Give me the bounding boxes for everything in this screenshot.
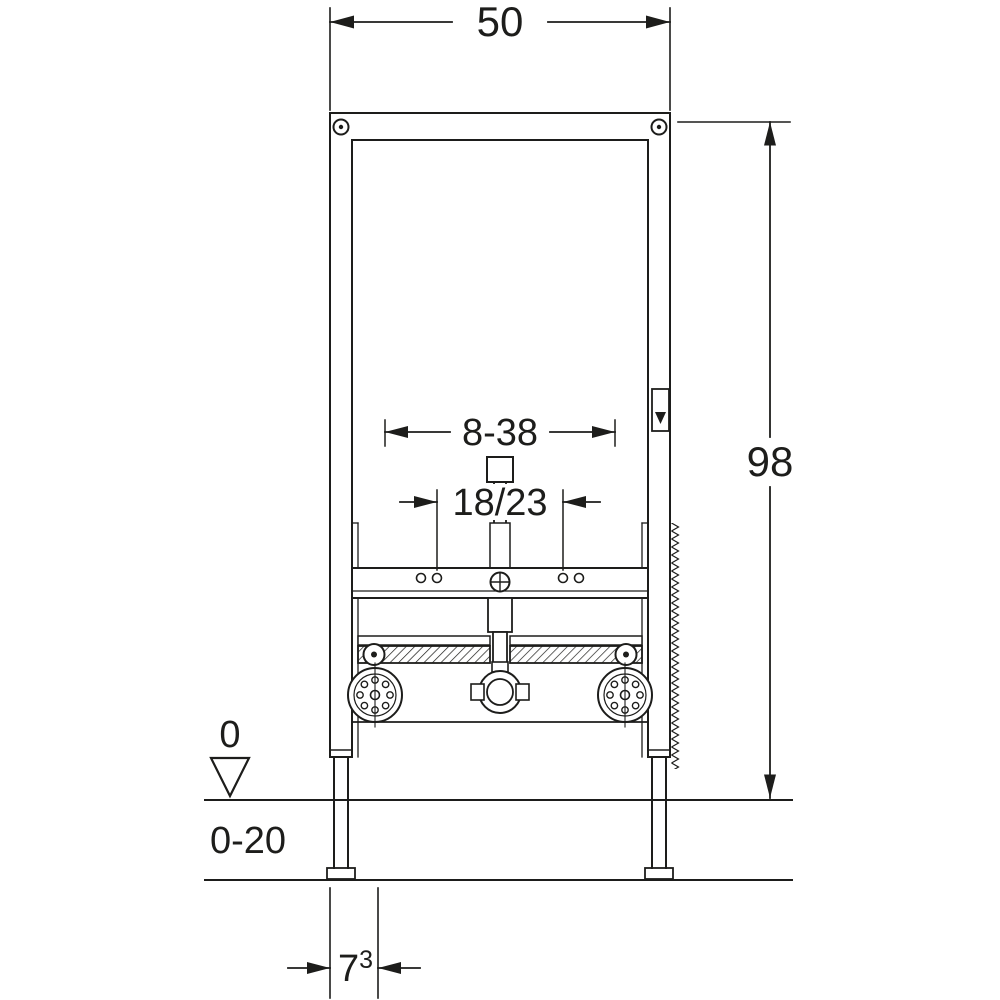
- anchor-flange-left: [347, 662, 403, 728]
- arrowhead-up-icon: [764, 122, 776, 146]
- flange-hole: [631, 680, 640, 689]
- arrowhead-left-icon: [385, 426, 408, 438]
- arrowhead-right-icon: [414, 496, 437, 508]
- left-foot-plate: [326, 867, 356, 880]
- dim-fixing-spacing: [399, 484, 601, 571]
- level-zero-marker: [209, 756, 251, 799]
- flange-hole: [386, 691, 394, 699]
- rod-plate: [509, 635, 643, 646]
- rod-washer-center: [623, 651, 629, 658]
- floor-lines: [204, 799, 793, 881]
- clamp-lug: [515, 683, 530, 701]
- clamp-outer: [478, 670, 522, 714]
- level-triangle-icon: [209, 756, 251, 799]
- serration-pattern: [670, 523, 680, 769]
- label-height-98: 98: [747, 438, 794, 485]
- serrated-strip: [670, 523, 680, 769]
- flange-hole: [360, 701, 369, 710]
- arrowhead-right-icon: [646, 15, 670, 29]
- rod-plate: [357, 635, 491, 646]
- fixing-hole: [573, 572, 585, 584]
- arrowhead-left-icon: [378, 962, 401, 974]
- corner-bolt-center: [338, 124, 344, 130]
- right-foot-plate: [644, 867, 674, 880]
- threaded-rods: [357, 635, 643, 666]
- flange-hole: [360, 680, 369, 689]
- corner-bolt-icon: [332, 118, 350, 136]
- fixing-hole: [415, 572, 427, 584]
- dim-width-top: [329, 7, 671, 111]
- flange-hole: [610, 701, 619, 710]
- label-floor-adjust: 0-20: [210, 820, 286, 862]
- corner-bolt-center: [656, 124, 662, 130]
- center-pipe-lower: [487, 597, 513, 665]
- level-mark-triangle-icon: [655, 412, 666, 424]
- flange-hole: [356, 691, 364, 699]
- arrowhead-right-icon: [307, 962, 330, 974]
- threaded-rod: [357, 645, 491, 664]
- dim-depth-bottom: [287, 887, 421, 999]
- label-level-zero: 0: [219, 714, 240, 756]
- arrowhead-right-icon: [592, 426, 615, 438]
- text-mask: [446, 484, 554, 520]
- flange-hole: [610, 680, 619, 689]
- label-inner-range: 8-38: [462, 412, 538, 454]
- label-depth: 73: [338, 946, 373, 990]
- frame-legs: [326, 756, 674, 880]
- fixing-hole: [557, 572, 569, 584]
- arrowhead-left-icon: [563, 496, 586, 508]
- threaded-rod: [509, 645, 643, 664]
- fixing-hole: [431, 572, 443, 584]
- level-box: [651, 388, 670, 432]
- arrowhead-left-icon: [330, 15, 354, 29]
- label-width-50: 50: [477, 0, 524, 45]
- dim-height-right: [677, 121, 791, 799]
- clamp-inner: [486, 678, 514, 706]
- flange-hole: [381, 701, 390, 710]
- flange-hole: [606, 691, 614, 699]
- arrowhead-down-icon: [764, 774, 776, 798]
- depth-footnote: 3: [359, 946, 373, 974]
- flange-hole: [381, 680, 390, 689]
- depth-value: 7: [338, 948, 359, 990]
- level-indicator-box: [651, 388, 670, 432]
- rod-washer-center: [371, 651, 377, 658]
- frame-outline: [329, 112, 671, 758]
- flange-hole: [631, 701, 640, 710]
- pipe-block: [487, 597, 513, 633]
- anchor-flange-right: [597, 662, 653, 728]
- label-fixing-spacing: 18/23: [452, 482, 547, 524]
- pipe-stem: [492, 631, 508, 665]
- flange-hole: [636, 691, 644, 699]
- corner-bolt-icon: [650, 118, 668, 136]
- drain-pipe-clamp: [470, 661, 530, 714]
- flush-square: [486, 456, 514, 483]
- pipe-sleeve: [489, 522, 511, 569]
- clamp-lug: [470, 683, 485, 701]
- fixing-rail: [351, 567, 649, 599]
- dim-inner-range: [384, 419, 616, 447]
